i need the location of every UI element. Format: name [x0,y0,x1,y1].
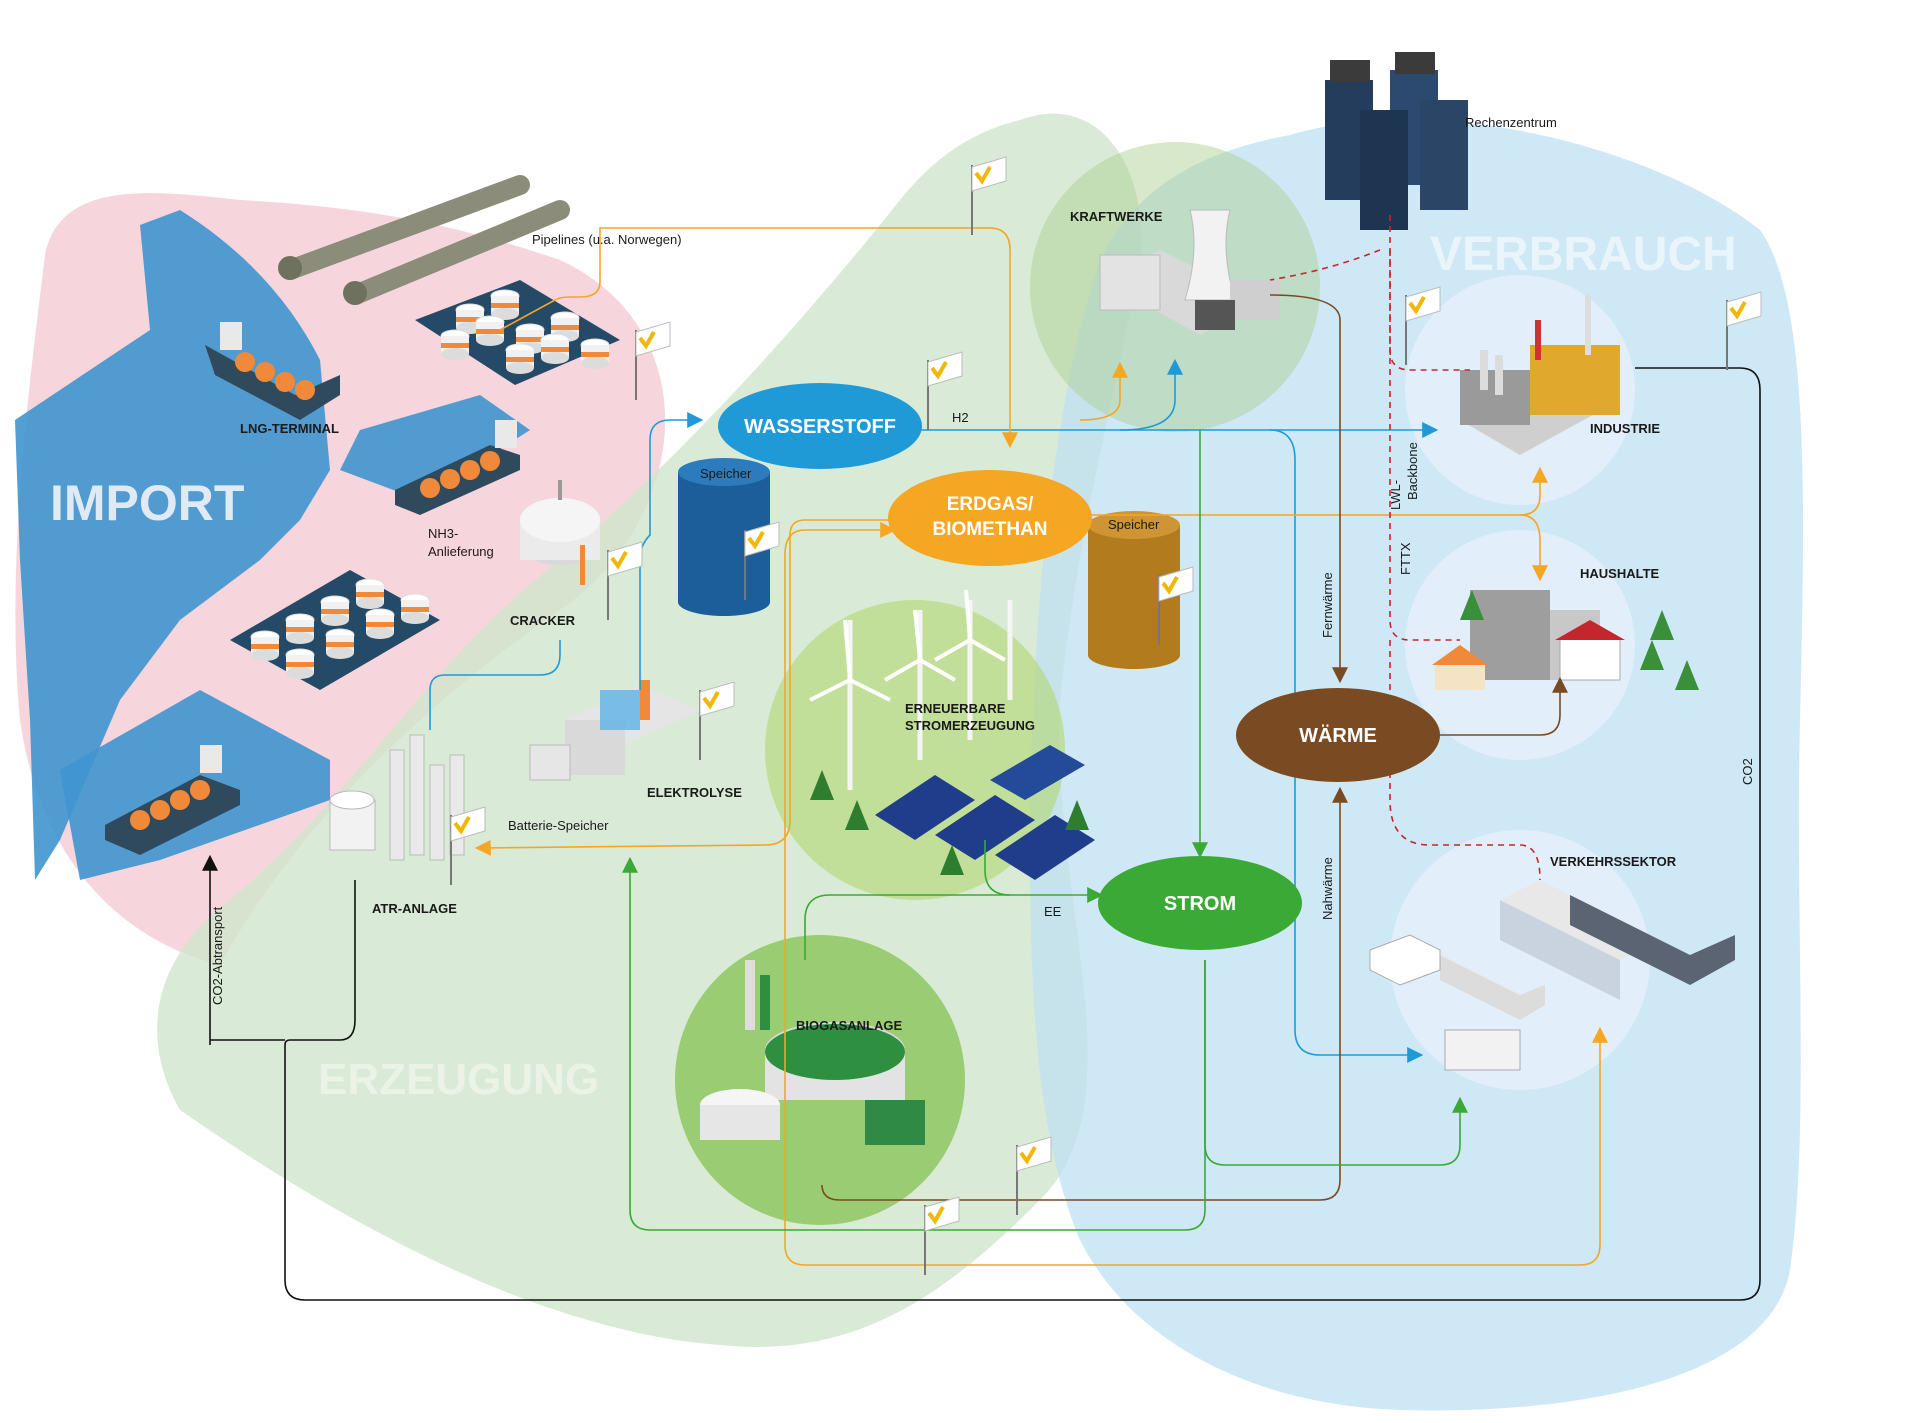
co2-label: CO2 [1740,758,1755,785]
batterie-speicher-label: Batterie-Speicher [508,818,609,833]
zone-import-label: IMPORT [50,475,244,531]
kraftwerke-label: KRAFTWERKE [1070,209,1163,224]
biogas-illustration [700,960,925,1145]
lng-ship-3 [105,745,240,855]
strom-hub [1098,856,1302,950]
solar-panels [810,745,1095,880]
erdgas-speicher [1088,511,1180,669]
fttx-label: FTTX [1398,542,1413,575]
nh3-label-2: Anlieferung [428,544,494,559]
speicher-erdgas-label: Speicher [1108,517,1160,532]
lwl-label-1: LWL- [1388,480,1403,510]
erdgas-label-2: BIOMETHAN [932,519,1047,540]
lng-ship-1 [205,322,340,420]
erdgas-label-1: ERDGAS/ [947,494,1034,515]
rechenzentrum-illustration [1325,52,1468,230]
elektrolyse-illustration [529,680,700,781]
erneuerbare-label-1: ERNEUERBARE [905,701,1006,716]
verkehr-illustration [1369,880,1735,1071]
lwl-label-2: Backbone [1405,442,1420,500]
h2-label: H2 [952,410,969,425]
biogasanlage-label: BIOGASANLAGE [796,1018,903,1033]
lng-terminal-label: LNG-TERMINAL [240,421,339,436]
elektrolyse-label: ELEKTROLYSE [647,785,742,800]
kraftwerke-illustration [1099,209,1280,335]
erdgas-hub [888,470,1092,566]
nahwaerme-label: Nahwärme [1320,857,1335,920]
rechenzentrum-label: Rechenzentrum [1465,115,1557,130]
haushalte-label: HAUSHALTE [1580,566,1660,581]
industrie-label: INDUSTRIE [1590,421,1660,436]
speicher-wasserstoff-label: Speicher [700,466,752,481]
pipelines-label: Pipelines (u.a. Norwegen) [532,232,682,247]
haushalte-illustration [1432,590,1699,690]
ee-label: EE [1044,904,1062,919]
atr-illustration [329,734,465,861]
atr-anlage-label: ATR-ANLAGE [372,901,457,916]
industrie-illustration [1460,295,1620,455]
cracker-label: CRACKER [510,613,576,628]
erneuerbare-label-2: STROMERZEUGUNG [905,718,1035,733]
verkehrssektor-label: VERKEHRSSEKTOR [1550,854,1677,869]
wasserstoff-label: WASSERSTOFF [744,416,896,438]
strom-label: STROM [1164,893,1236,915]
waerme-hub [1236,688,1440,782]
cracker-illustration [520,480,600,585]
lng-ship-2 [395,420,520,515]
zone-erzeugung-label: ERZEUGUNG [318,1055,599,1104]
nh3-label-1: NH3- [428,526,458,541]
zone-verbrauch-label: VERBRAUCH [1430,228,1737,281]
wind-turbines [809,589,1013,790]
co2-abtransport-label: CO2-Abtransport [210,906,225,1005]
fernwaerme-label: Fernwärme [1320,572,1335,638]
waerme-label: WÄRME [1299,724,1377,747]
wasserstoff-hub [718,383,922,469]
verkehr-circle [1390,830,1650,1090]
